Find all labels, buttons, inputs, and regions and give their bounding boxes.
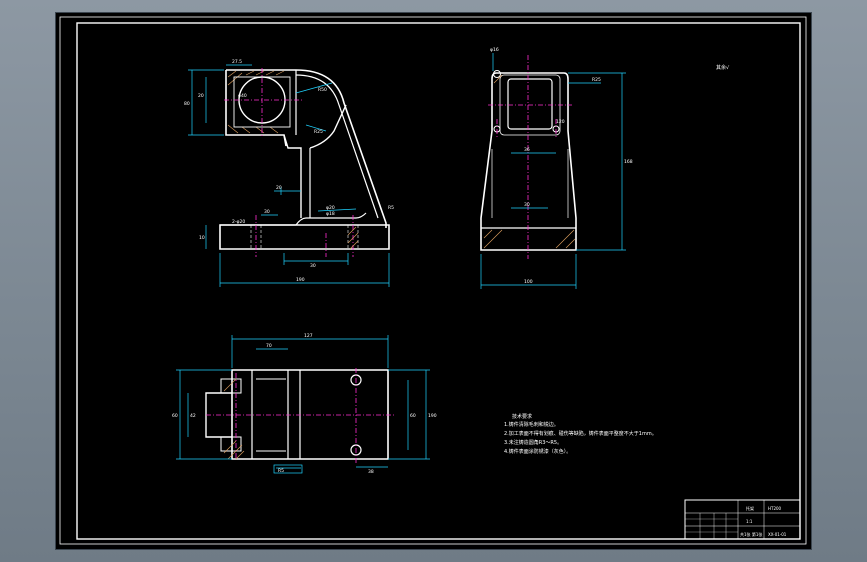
side-dimension-labels: φ16 R25 36 30 100 168 120 <box>490 47 633 285</box>
title-block-sheet: 共1张 第1张 <box>740 531 762 537</box>
dim-front-4: 190 <box>296 277 305 283</box>
outer-border <box>59 16 807 545</box>
side-view <box>480 53 626 289</box>
title-block-material: HT200 <box>768 506 782 511</box>
dim-side-4: 100 <box>524 279 533 285</box>
dim-front-12: φ18 <box>326 211 335 217</box>
dim-top-7: R5 <box>278 468 284 474</box>
dim-front-2: 20 <box>198 93 204 99</box>
dim-front-3: 80 <box>184 101 190 107</box>
dim-side-3: 30 <box>524 202 530 208</box>
dim-top-5: 190 <box>428 413 437 419</box>
title-block-drawing-no: XX-01-01 <box>768 532 787 537</box>
tech-req-item-4: 4.铸件表面涂防锈漆（灰色）。 <box>504 448 571 455</box>
dim-side-6: 120 <box>556 119 565 125</box>
inner-border <box>76 22 801 540</box>
drawing-sheet: 其余√ 技术要求 1.铸件清除毛刺和锐边。 2.加工表面不得有划痕、碰伤等缺陷，… <box>59 16 807 545</box>
dim-front-6: R25 <box>314 129 323 135</box>
dim-front-8: 10 <box>199 235 205 241</box>
dim-top-6: 38 <box>368 469 374 475</box>
dim-front-0: 27.5 <box>232 59 242 65</box>
dim-front-7: 20 <box>276 185 282 191</box>
front-view <box>188 64 390 287</box>
technical-requirements: 技术要求 1.铸件清除毛刺和锐边。 2.加工表面不得有划痕、碰伤等缺陷，铸件表面… <box>504 413 657 455</box>
dim-side-2: 36 <box>524 147 530 153</box>
title-block: 托架 HT200 1:1 XX-01-01 共1张 第1张 <box>684 499 801 540</box>
title-block-part-name: 托架 <box>746 505 754 511</box>
dim-front-9: 30 <box>310 263 316 269</box>
cad-drawing-canvas[interactable]: 其余√ 技术要求 1.铸件清除毛刺和锐边。 2.加工表面不得有划痕、碰伤等缺陷，… <box>56 13 811 549</box>
dim-side-5: 168 <box>624 159 633 165</box>
dim-top-4: 60 <box>410 413 416 419</box>
front-dimension-labels: 27.5 φ40 20 80 190 R50 R25 20 10 30 30 R… <box>184 59 394 283</box>
top-dimension-labels: 127 70 42 60 60 190 38 R5 <box>172 333 437 475</box>
dim-side-1: R25 <box>592 77 601 83</box>
dim-front-10: 30 <box>264 209 270 215</box>
title-block-scale: 1:1 <box>746 519 753 524</box>
dim-front-14: 2-φ20 <box>232 219 245 225</box>
dim-top-2: 42 <box>190 413 196 419</box>
dim-front-5: R50 <box>318 87 327 93</box>
tech-req-item-2: 2.加工表面不得有划痕、碰伤等缺陷，铸件表面平整度不大于1mm。 <box>504 430 657 437</box>
dim-side-0: φ16 <box>490 47 499 53</box>
dim-top-1: 70 <box>266 343 272 349</box>
roughness-note: 其余√ <box>716 64 730 71</box>
dim-front-1: φ40 <box>238 93 247 99</box>
dim-top-0: 127 <box>304 333 313 339</box>
tech-req-item-1: 1.铸件清除毛刺和锐边。 <box>504 421 559 428</box>
top-view <box>176 335 430 474</box>
dim-front-11: R5 <box>388 205 394 211</box>
dim-top-3: 60 <box>172 413 178 419</box>
tech-req-item-3: 3.未注铸造圆角R3～R5。 <box>504 439 562 446</box>
dim-front-13: φ20 <box>326 205 335 211</box>
tech-req-title: 技术要求 <box>512 413 532 420</box>
